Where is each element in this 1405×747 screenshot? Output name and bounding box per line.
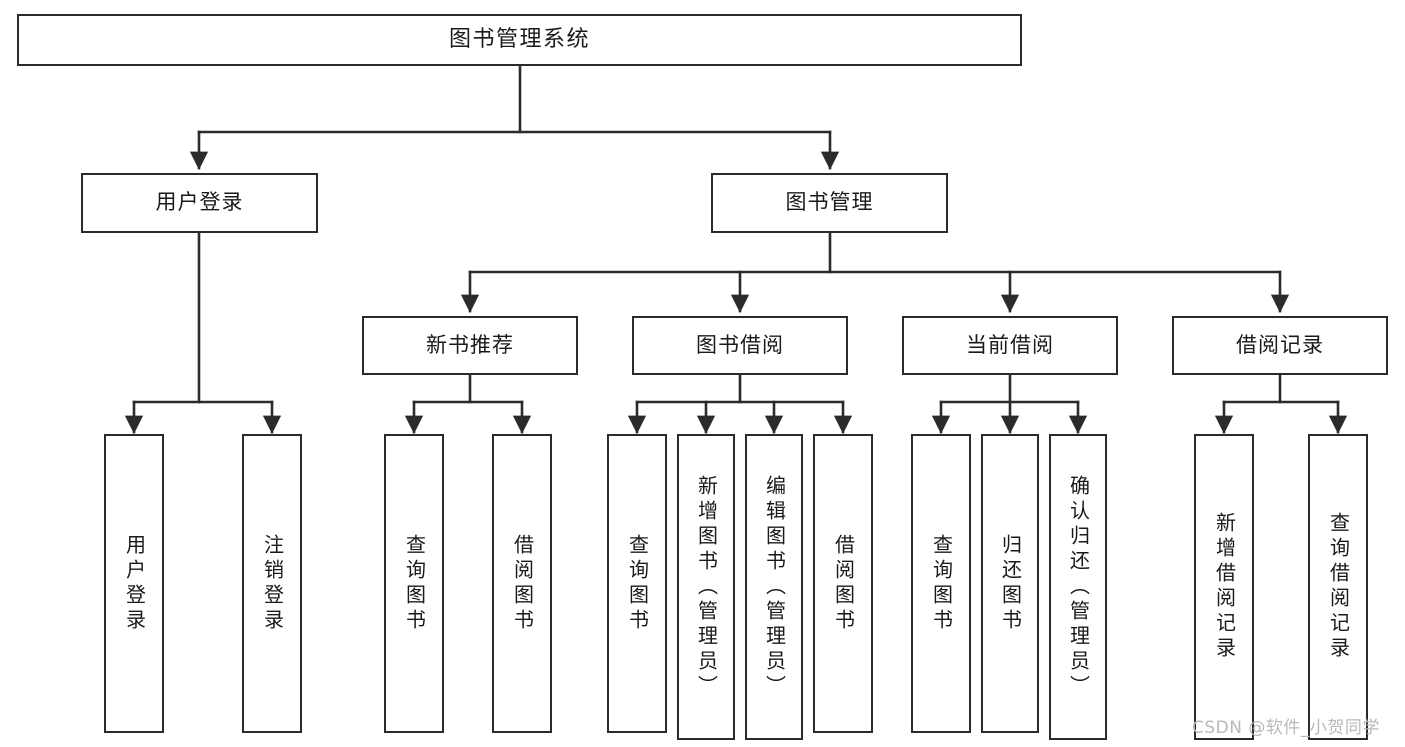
node-leaf-add-record[interactable]: 新增借阅记录 <box>1194 434 1254 740</box>
node-new-book-recommend-label: 新书推荐 <box>426 332 514 357</box>
node-leaf-query-book-1[interactable]: 查询图书 <box>384 434 444 733</box>
node-leaf-logout-label: 注销登录 <box>260 533 285 634</box>
node-leaf-return-book[interactable]: 归还图书 <box>981 434 1039 733</box>
node-leaf-edit-book-label: 编辑图书（管理员） <box>762 474 787 700</box>
node-leaf-query-record[interactable]: 查询借阅记录 <box>1308 434 1368 740</box>
node-book-borrow[interactable]: 图书借阅 <box>632 316 848 375</box>
node-book-borrow-label: 图书借阅 <box>696 332 784 357</box>
node-leaf-borrow-book-1-label: 借阅图书 <box>510 533 535 634</box>
node-current-borrow-label: 当前借阅 <box>966 332 1054 357</box>
node-leaf-return-book-label: 归还图书 <box>998 533 1023 634</box>
node-root-label: 图书管理系统 <box>448 26 590 52</box>
node-leaf-add-record-label: 新增借阅记录 <box>1212 512 1237 662</box>
node-leaf-query-book-3-label: 查询图书 <box>929 533 954 634</box>
node-leaf-user-login[interactable]: 用户登录 <box>104 434 164 733</box>
node-leaf-query-book-3[interactable]: 查询图书 <box>911 434 971 733</box>
node-user-login[interactable]: 用户登录 <box>81 173 318 233</box>
node-leaf-confirm-return-label: 确认归还（管理员） <box>1066 474 1091 700</box>
node-user-login-label: 用户登录 <box>155 190 244 215</box>
node-leaf-user-login-label: 用户登录 <box>122 533 147 634</box>
node-leaf-logout[interactable]: 注销登录 <box>242 434 302 733</box>
node-leaf-borrow-book-2-label: 借阅图书 <box>831 533 856 634</box>
node-leaf-add-book[interactable]: 新增图书（管理员） <box>677 434 735 740</box>
node-leaf-query-book-2[interactable]: 查询图书 <box>607 434 667 733</box>
node-book-management[interactable]: 图书管理 <box>711 173 948 233</box>
node-leaf-edit-book[interactable]: 编辑图书（管理员） <box>745 434 803 740</box>
node-book-management-label: 图书管理 <box>785 190 874 215</box>
node-leaf-add-book-label: 新增图书（管理员） <box>694 474 719 700</box>
node-leaf-query-record-label: 查询借阅记录 <box>1326 512 1351 662</box>
node-borrow-record-label: 借阅记录 <box>1236 332 1324 357</box>
node-leaf-query-book-1-label: 查询图书 <box>402 533 427 634</box>
node-leaf-borrow-book-2[interactable]: 借阅图书 <box>813 434 873 733</box>
node-leaf-confirm-return[interactable]: 确认归还（管理员） <box>1049 434 1107 740</box>
node-new-book-recommend[interactable]: 新书推荐 <box>362 316 578 375</box>
node-leaf-query-book-2-label: 查询图书 <box>625 533 650 634</box>
node-leaf-borrow-book-1[interactable]: 借阅图书 <box>492 434 552 733</box>
node-borrow-record[interactable]: 借阅记录 <box>1172 316 1388 375</box>
node-current-borrow[interactable]: 当前借阅 <box>902 316 1118 375</box>
watermark: CSDN @软件_小贺同学 <box>1192 718 1380 738</box>
node-root[interactable]: 图书管理系统 <box>17 14 1022 66</box>
